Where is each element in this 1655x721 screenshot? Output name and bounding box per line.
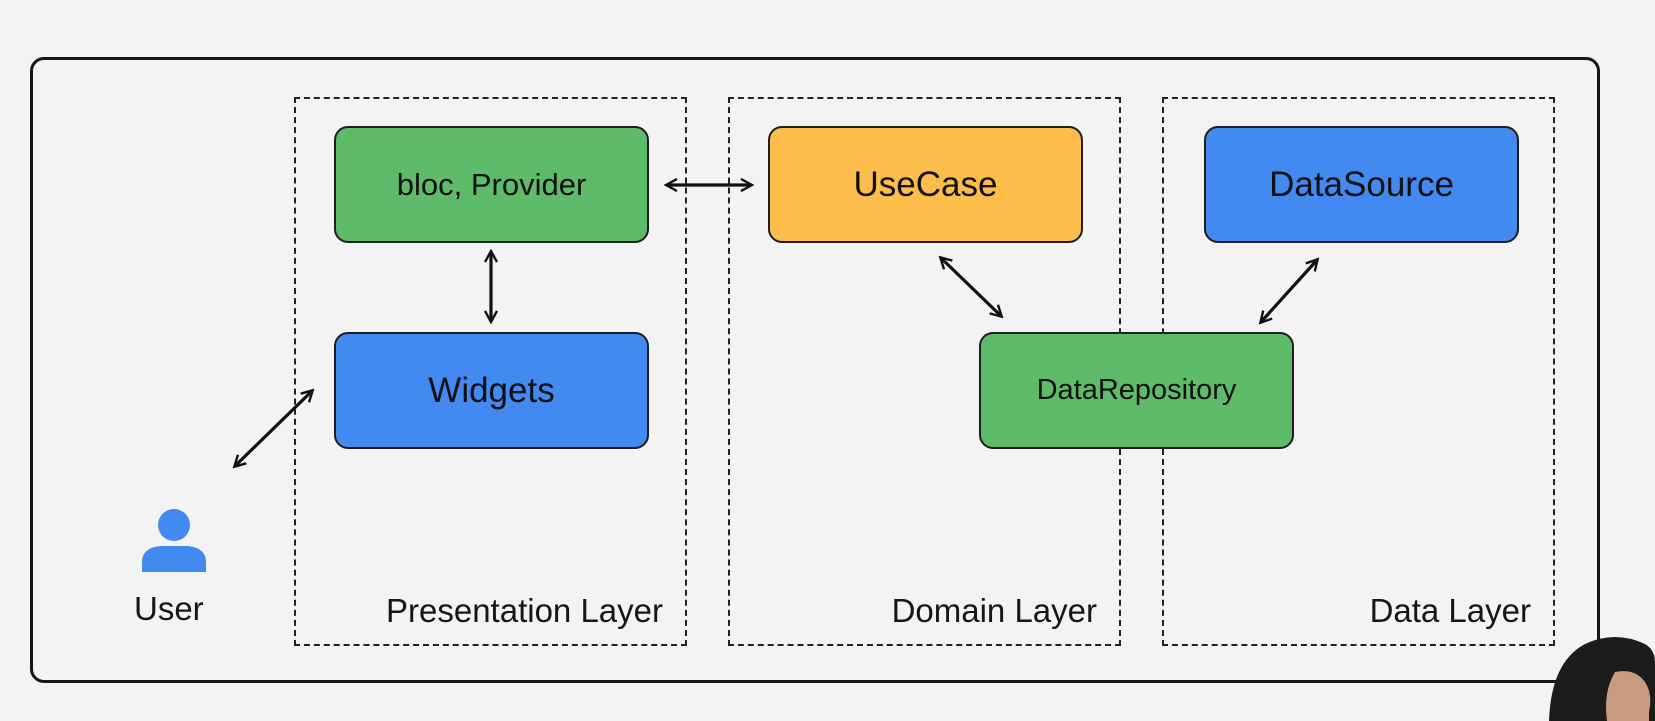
datasource-label: DataSource (1269, 164, 1454, 204)
arrow-user-widgets (235, 391, 312, 466)
presentation-layer-label: Presentation Layer (385, 592, 663, 629)
arrow-datasource-repository (1261, 260, 1317, 322)
datarepository-box: DataRepository (979, 332, 1294, 449)
presentation-layer: Presentation Layer (294, 97, 687, 646)
widgets-label: Widgets (428, 370, 555, 410)
usecase-label: UseCase (853, 164, 998, 204)
arrow-usecase-repository (941, 258, 1001, 316)
user-label: User (134, 590, 204, 627)
datasource-box: DataSource (1204, 126, 1519, 243)
bloc-provider-label: bloc, Provider (396, 166, 587, 202)
usecase-box: UseCase (768, 126, 1083, 243)
diagram-frame (30, 57, 1600, 683)
presenter-webcam-image (1549, 637, 1655, 721)
datarepository-label: DataRepository (1036, 374, 1237, 406)
data-layer-label: Data Layer (1369, 592, 1531, 629)
bloc-provider-box: bloc, Provider (334, 126, 649, 243)
domain-layer-label: Domain Layer (891, 592, 1097, 629)
widgets-box: Widgets (334, 332, 649, 449)
person-icon (142, 509, 206, 572)
